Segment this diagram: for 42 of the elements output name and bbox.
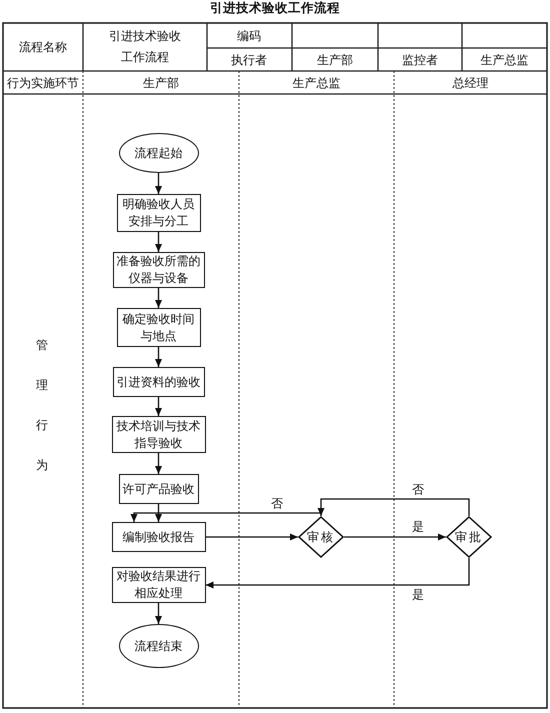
row-heading: 行为实施环节 xyxy=(7,76,79,90)
row-heading: 流程名称 xyxy=(19,40,67,54)
process-name: 引进技术验收工作流程 xyxy=(108,28,182,66)
process-box: 准备验收所需的仪器与设备 xyxy=(112,252,204,288)
decision-diamond: 审核 xyxy=(298,516,344,558)
edge-label: 否 xyxy=(270,498,284,510)
terminal-oval: 流程起始 xyxy=(118,133,198,173)
edge-label: 是 xyxy=(411,588,425,602)
title: 引进技术验收工作流程 xyxy=(210,1,340,15)
vertical-label: 管理行为 xyxy=(35,337,49,474)
decision-diamond: 审批 xyxy=(446,516,492,558)
lane-heading: 生产部 xyxy=(143,76,179,90)
arrow xyxy=(130,512,322,522)
field-label: 编码 xyxy=(237,28,261,42)
field-label: 执行者 xyxy=(231,52,267,66)
field-value: 生产部 xyxy=(317,52,353,66)
process-box: 技术培训与技术指导验收 xyxy=(112,416,206,453)
arrow xyxy=(155,347,162,367)
arrow xyxy=(155,288,162,308)
lane-heading: 总经理 xyxy=(452,76,488,90)
field-label: 监控者 xyxy=(402,52,438,66)
process-box: 许可产品验收 xyxy=(118,474,198,504)
arrow xyxy=(318,498,470,516)
edge-label: 是 xyxy=(411,520,425,534)
process-box: 引进资料的验收 xyxy=(112,367,204,397)
field-value: 生产总监 xyxy=(480,52,528,66)
arrow xyxy=(155,504,162,522)
process-box: 明确验收人员安排与分工 xyxy=(116,194,200,232)
arrow xyxy=(155,173,162,194)
edge-label: 否 xyxy=(411,484,425,496)
arrow xyxy=(206,534,298,540)
arrow xyxy=(155,232,162,252)
terminal-oval: 流程结束 xyxy=(118,624,198,668)
arrow xyxy=(155,603,162,624)
arrow xyxy=(155,397,162,416)
process-box: 编制验收报告 xyxy=(112,522,206,552)
process-box: 对验收结果进行相应处理 xyxy=(112,567,206,603)
arrow xyxy=(344,534,446,540)
arrow xyxy=(206,558,470,588)
arrow xyxy=(155,453,162,474)
process-box: 确定验收时间与地点 xyxy=(116,308,200,347)
lane-heading: 生产总监 xyxy=(292,76,340,90)
